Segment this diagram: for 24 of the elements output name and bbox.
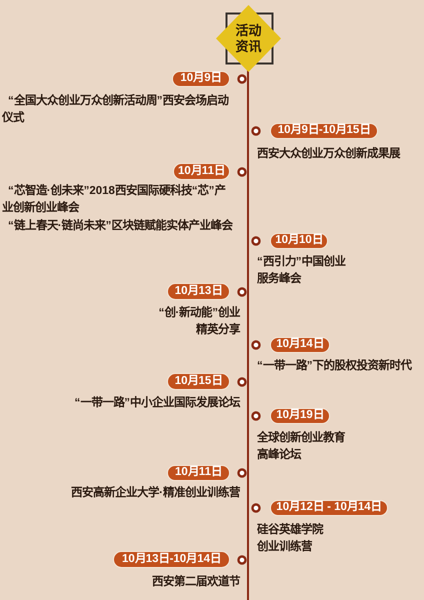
date-pill: 10月11日 <box>167 465 230 481</box>
event-text: 全球创新创业教育高峰论坛 <box>257 430 346 463</box>
event-text: “西引力”中国创业服务峰会 <box>257 254 346 287</box>
event-text: 西安高新企业大学·精准创业训练营 <box>70 485 240 501</box>
date-pill: 10月13日-10月14日 <box>113 551 230 568</box>
event-text: “全国大众创业万众创新活动周”西安会场启动仪式 <box>2 93 230 126</box>
date-pill: 10月11日 <box>173 163 230 180</box>
event-text: 硅谷英雄学院创业训练营 <box>257 522 324 555</box>
date-pill: 10月9日 <box>172 71 230 87</box>
event-text: 西安大众创业万众创新成果展 <box>257 146 402 162</box>
event-text: 西安第二届欢道节 <box>151 574 240 590</box>
event-text: “一带一路”中小企业国际发展论坛 <box>74 395 240 411</box>
event-text: “链上春天·链尚未来”区块链赋能实体产业峰会 <box>7 218 234 234</box>
diamond-badge: 活动资讯 <box>216 5 281 72</box>
date-pill: 10月12日 - 10月14日 <box>270 500 388 516</box>
date-pill: 10月15日 <box>167 373 230 390</box>
date-pill: 10月19日 <box>270 408 330 424</box>
date-pill: 10月14日 <box>270 337 330 353</box>
event-text: “创·新动能”创业精英分享 <box>158 305 240 338</box>
event-text: “一带一路”下的股权投资新时代 <box>257 358 413 374</box>
event-text: “芯智造·创未来”2018西安国际硬科技“芯”产业创新创业峰会 <box>2 183 226 216</box>
date-pill: 10月10日 <box>270 233 328 249</box>
date-pill: 10月9日-10月15日 <box>270 123 378 139</box>
date-pill: 10月13日 <box>167 283 230 300</box>
